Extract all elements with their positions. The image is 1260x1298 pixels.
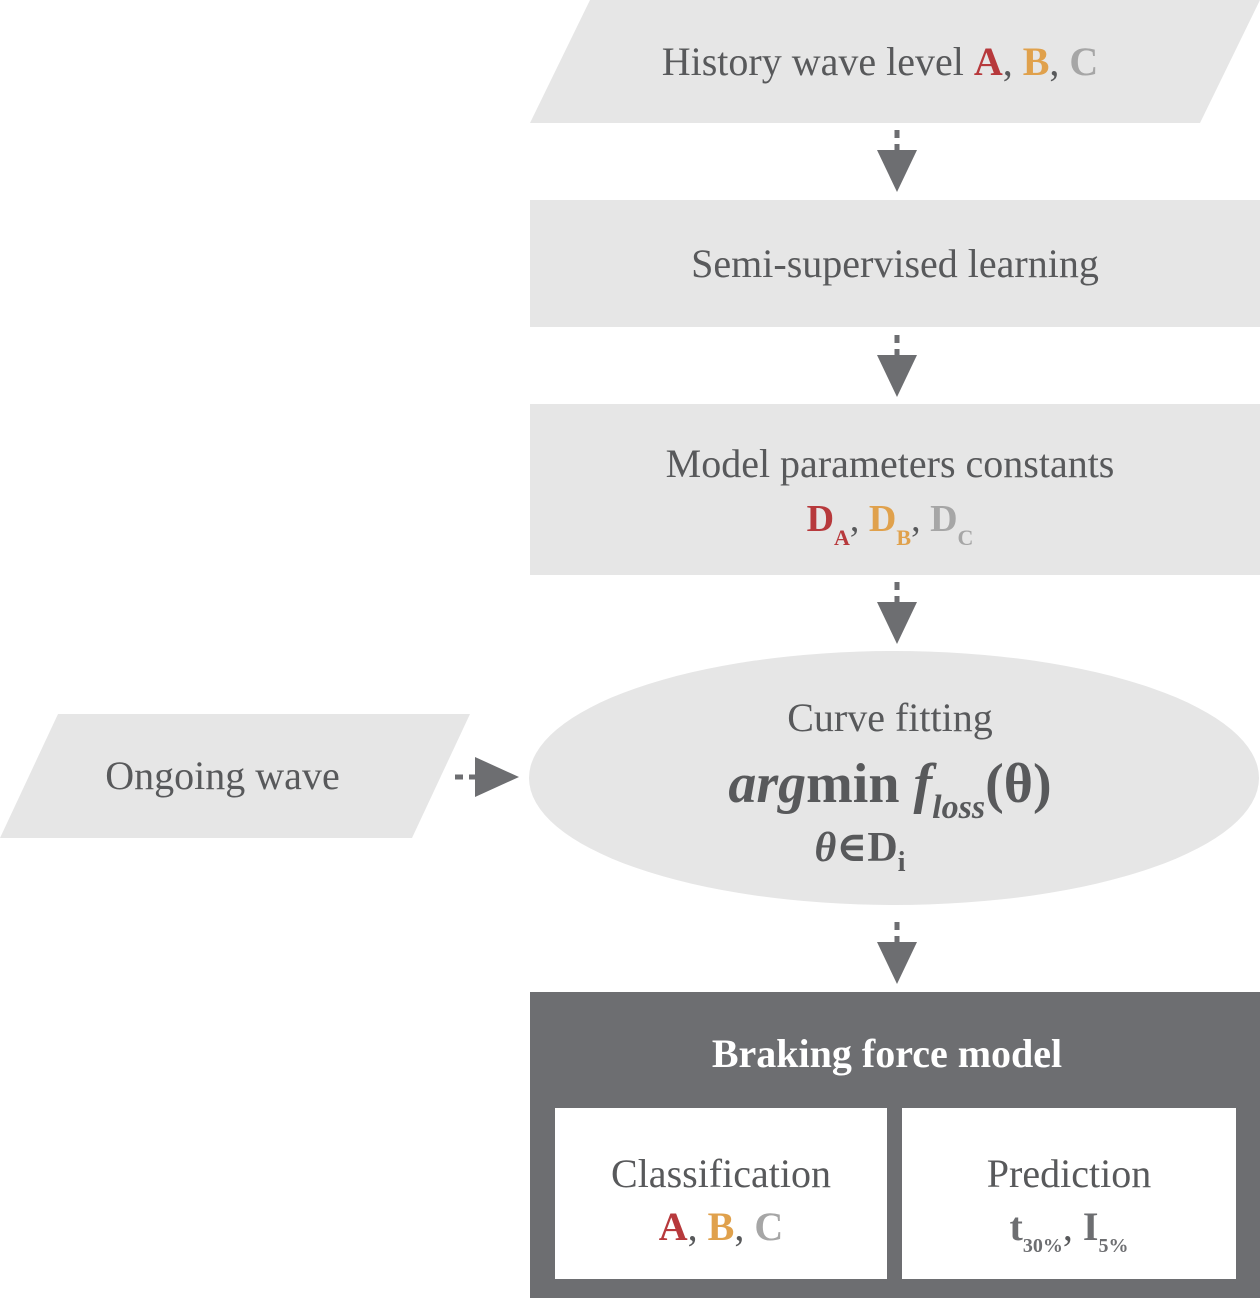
ongoing-wave-shape — [0, 714, 470, 838]
sep: , — [849, 498, 869, 540]
metric-t30: t30% — [1009, 1204, 1063, 1257]
model-parameters-box — [530, 404, 1260, 575]
semi-supervised-box — [530, 200, 1260, 327]
classification-title: Classification — [611, 1151, 831, 1196]
level-c: C — [754, 1204, 784, 1249]
history-wave-shape — [530, 0, 1260, 123]
curve-fitting-constraint: θ∈Di — [528, 822, 1252, 878]
model-parameters-title: Model parameters constants — [665, 441, 1115, 486]
flow-arrow — [877, 922, 917, 984]
prediction-metrics: t30%, I5% — [902, 1203, 1236, 1257]
formula-f: f — [913, 753, 933, 815]
curve-fitting-title: Curve fitting — [787, 695, 993, 740]
sep: , — [734, 1204, 755, 1249]
model-parameters-constants: DA, DB, DC — [530, 497, 1250, 550]
classification-levels: A, B, C — [555, 1203, 887, 1250]
formula-min: min — [806, 753, 900, 815]
flow-arrow — [877, 582, 917, 644]
prediction-box — [902, 1108, 1236, 1279]
formula-arg: arg — [728, 753, 807, 815]
prediction-title: Prediction — [986, 1151, 1152, 1196]
level-b: B — [707, 1204, 735, 1249]
sep: , — [1049, 39, 1070, 84]
constant-d-b: DB — [868, 498, 912, 550]
sep: , — [1002, 39, 1023, 84]
curve-fitting-shape — [529, 651, 1259, 905]
curve-fitting-formula: argmin floss(θ) — [528, 752, 1252, 826]
ongoing-wave-label: Ongoing wave — [105, 753, 340, 798]
metric-i5: I5% — [1082, 1204, 1129, 1257]
level-a: A — [973, 39, 1003, 84]
semi-supervised-label: Semi-supervised learning — [691, 241, 1099, 286]
constant-d-c: DC — [930, 498, 974, 550]
level-b: B — [1022, 39, 1050, 84]
flow-arrow-horizontal — [455, 757, 519, 797]
formula-loss: loss — [932, 789, 986, 826]
formula-theta: (θ) — [985, 753, 1052, 815]
history-wave-label: History wave level A, B, C — [560, 38, 1200, 85]
constraint-i: i — [897, 847, 906, 878]
history-prefix: History wave level — [661, 39, 974, 84]
braking-force-title: Braking force model — [711, 1031, 1063, 1076]
level-c: C — [1069, 39, 1099, 84]
sep: , — [1062, 1204, 1083, 1249]
flow-arrow — [877, 130, 917, 192]
sep: , — [911, 498, 931, 540]
constraint-d: D — [867, 825, 898, 871]
sep: , — [687, 1204, 708, 1249]
flow-arrow — [877, 335, 917, 397]
constraint-theta: θ∈ — [814, 825, 868, 871]
level-a: A — [658, 1204, 688, 1249]
classification-box — [555, 1108, 887, 1279]
constant-d-a: DA — [806, 498, 850, 550]
